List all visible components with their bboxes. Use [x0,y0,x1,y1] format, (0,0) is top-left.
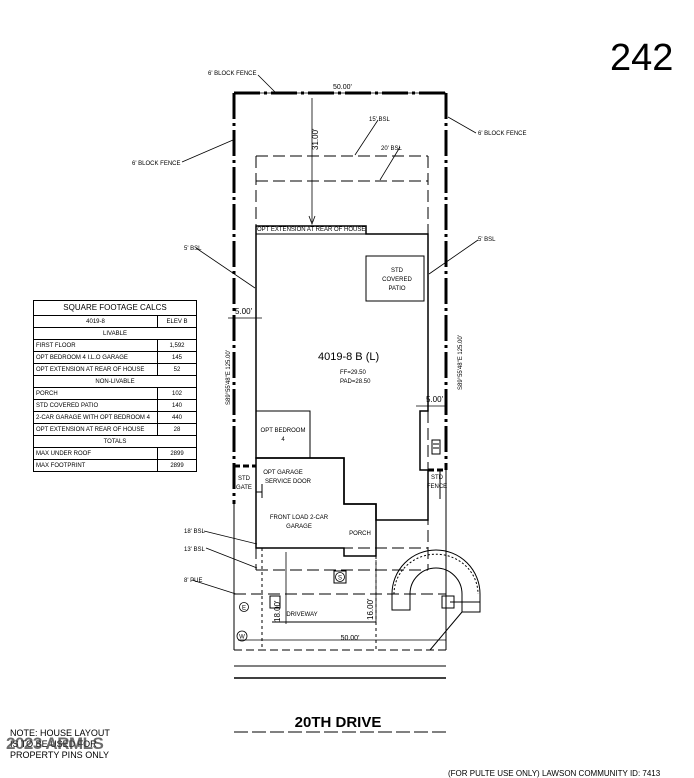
label-block-fence-top: 6' BLOCK FENCE [208,71,257,77]
house-footprint [255,225,429,557]
leader-lines [181,74,479,595]
lot-number: 242 [610,37,673,79]
label-garage-1: FRONT LOAD 2-CAR [270,515,329,521]
marker-water: W [236,630,248,642]
label-width-top: 50.00' [333,84,352,91]
row-label: FIRST FLOOR [33,339,158,352]
sqft-title: SQUARE FOOTAGE CALCS [33,300,197,316]
label-pad: PAD=28.50 [340,379,371,385]
label-bsl-20: 20' BSL [381,146,402,152]
row-value: 145 [157,351,197,364]
row-value: 440 [157,411,197,424]
row-label: MAX UNDER ROOF [33,447,158,460]
label-opt-bedroom-2: 4 [281,437,285,443]
label-front-left: 18.00' [273,600,282,622]
marker-sewer: S [335,572,345,582]
label-bsl-5-left: 5' BSL [184,246,202,252]
sqft-model: 4019-8 [33,315,158,328]
label-model: 4019-8 B (L) [318,351,379,363]
table-row: OPT BEDROOM 4 I.L.O GARAGE 145 [33,351,197,364]
copyright-watermark: 2023 ARMLS [6,734,104,753]
std-fences [234,439,446,499]
label-bsl-5-right: 5' BSL [478,237,496,243]
note-line: NOTE: HOUSE LAYOUT [10,728,110,738]
label-pue: 8' PUE [184,578,203,584]
row-label: OPT BEDROOM 4 I.L.O GARAGE [33,351,158,364]
table-row: STD COVERED PATIO 140 [33,399,197,412]
svg-text:E: E [242,606,246,612]
label-bsl-13: 13' BSL [184,547,205,553]
label-covered-patio-2: COVERED [382,277,412,283]
label-side-left: 5.00' [235,307,253,316]
label-std-fence-2: FENCE [427,484,447,490]
note-line: IS TO BE USED FOR [10,739,97,749]
row-label: STD COVERED PATIO [33,399,158,412]
label-bearing-right: S89°55'48"E 125.00' [458,335,464,390]
row-value: 1,592 [157,339,197,352]
label-block-fence-left: 6' BLOCK FENCE [132,161,181,167]
table-row: OPT EXTENSION AT REAR OF HOUSE 28 [33,423,197,436]
label-bsl-15: 15' BSL [369,117,390,123]
square-footage-table: SQUARE FOOTAGE CALCS 4019-8 ELEV B LIVAB… [33,300,197,472]
sqft-elev: ELEV B [157,315,197,328]
row-label: 2-CAR GARAGE WITH OPT BEDROOM 4 [33,411,158,424]
street-lines [234,665,446,733]
svg-text:S: S [338,576,342,582]
dimension-lines [228,92,446,641]
note-line: PROPERTY PINS ONLY [10,750,110,760]
footer-community-id: (FOR PULTE USE ONLY) LAWSON COMMUNITY ID… [448,769,661,778]
row-label: OPT EXTENSION AT REAR OF HOUSE [33,363,158,376]
row-value: 140 [157,399,197,412]
row-label: OPT EXTENSION AT REAR OF HOUSE [33,423,158,436]
label-rear-distance: 31.00' [311,128,320,150]
label-service-door-2: SERVICE DOOR [265,479,312,485]
label-driveway: DRIVEWAY [286,612,317,618]
label-ff: FF=29.50 [340,370,367,376]
label-porch: PORCH [349,531,371,537]
label-opt-extension: OPT EXTENSION AT REAR OF HOUSE [257,227,365,233]
row-value: 2899 [157,459,197,472]
label-std-gate-1: STD [238,476,251,482]
row-label: MAX FOOTPRINT [33,459,158,472]
row-value: 52 [157,363,197,376]
label-service-door-1: OPT GARAGE [263,470,303,476]
table-row: MAX UNDER ROOF 2899 [33,447,197,460]
table-row: 2-CAR GARAGE WITH OPT BEDROOM 4 440 [33,411,197,424]
label-covered-patio-3: PATIO [388,286,405,292]
svg-text:W: W [239,635,245,641]
label-garage-2: GARAGE [286,524,312,530]
sqft-livable-header: LIVABLE [33,327,197,340]
row-value: 2899 [157,447,197,460]
row-label: PORCH [33,387,158,400]
label-side-right: 5.00' [426,395,444,404]
table-row: OPT EXTENSION AT REAR OF HOUSE 52 [33,363,197,376]
label-width-bottom: 50.00' [341,635,360,642]
row-value: 102 [157,387,197,400]
driveway [261,548,481,651]
label-std-fence-1: STD [431,475,444,481]
label-covered-patio-1: STD [391,268,404,274]
label-opt-bedroom-1: OPT BEDROOM [261,428,306,434]
sqft-nonlivable-header: NON-LIVABLE [33,375,197,388]
table-row: PORCH 102 [33,387,197,400]
label-block-fence-right: 6' BLOCK FENCE [478,131,527,137]
label-std-gate-2: GATE [236,485,252,491]
table-row: FIRST FLOOR 1,592 [33,339,197,352]
sqft-totals-header: TOTALS [33,435,197,448]
label-front-right: 16.00' [366,598,375,620]
table-row: MAX FOOTPRINT 2899 [33,459,197,472]
label-bsl-18: 18' BSL [184,529,205,535]
label-street: 20TH DRIVE [295,714,382,731]
marker-electric: E [239,602,249,612]
row-value: 28 [157,423,197,436]
layout-note: NOTE: HOUSE LAYOUT IS TO BE USED FOR PRO… [10,728,120,761]
label-bearing-left: S89°55'48"E 125.00' [226,350,232,405]
